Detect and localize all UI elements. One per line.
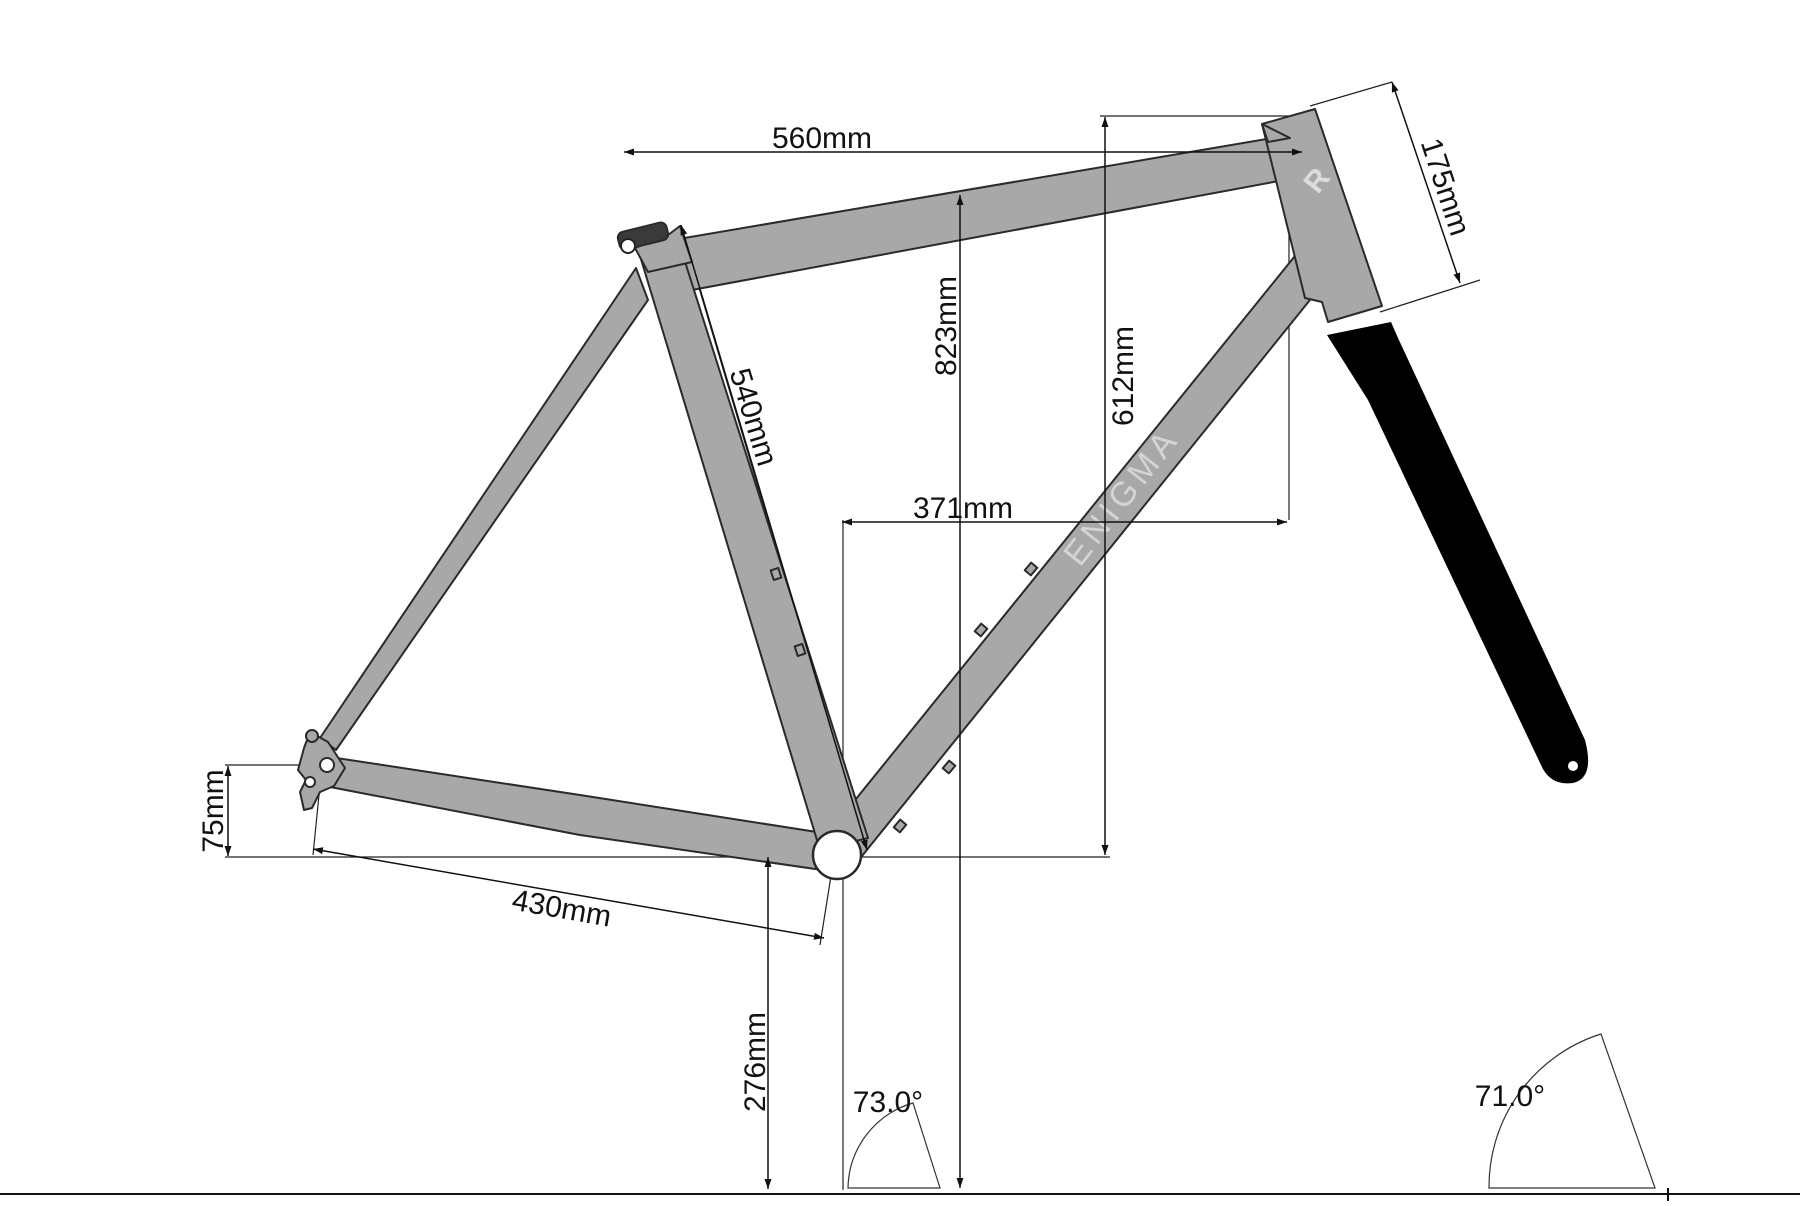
label-top-tube: 560mm (772, 122, 872, 155)
rear-dropout (297, 731, 346, 811)
label-bb-height: 276mm (739, 1012, 772, 1112)
label-bb-drop: 75mm (197, 769, 230, 852)
chain-stay (329, 756, 837, 873)
label-reach: 371mm (913, 492, 1013, 525)
seatpost-clamp (616, 221, 670, 254)
label-head-tube: 175mm (1414, 134, 1476, 239)
top-tube (654, 134, 1296, 291)
bottom-bracket (811, 829, 863, 881)
seat-tube (636, 245, 869, 851)
brand-logo-text: ENIGMA (1056, 420, 1187, 573)
label-stack: 612mm (1107, 326, 1140, 426)
bike-frame (297, 108, 1383, 881)
label-stack-total: 823mm (930, 276, 963, 376)
head-angle-arc (1488, 1033, 1656, 1189)
head-tube-gusset (1261, 123, 1291, 143)
dim-head-tube-line (1391, 81, 1461, 284)
seat-angle-arc (847, 1102, 941, 1189)
label-head-angle: 71.0° (1475, 1080, 1545, 1113)
seat-stay (319, 267, 649, 751)
dim-seat-tube-line (680, 224, 868, 851)
dim-chainstay-line (312, 847, 825, 940)
label-seat-angle: 73.0° (853, 1086, 923, 1119)
rear-axle (319, 757, 335, 773)
head-tube (1261, 108, 1383, 323)
fork (1327, 322, 1589, 784)
front-axle (1568, 761, 1578, 771)
label-chainstay: 430mm (510, 884, 614, 934)
